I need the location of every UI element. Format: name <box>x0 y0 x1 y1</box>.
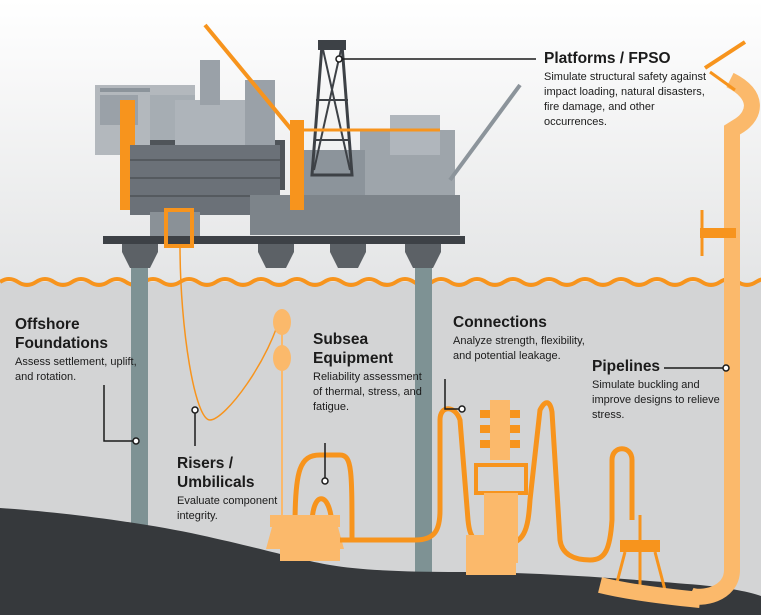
callout-title: Offshore Foundations <box>15 316 108 352</box>
leader-dot <box>132 437 140 445</box>
callout-description: Evaluate component integrity. <box>177 495 278 522</box>
seafloor <box>0 508 761 615</box>
subsea-equipment <box>266 309 355 561</box>
callout-platforms: Platforms / FPSO Simulate structural saf… <box>544 49 714 130</box>
leader-dot <box>321 477 329 485</box>
connections-leader <box>444 379 462 410</box>
foundations-leader <box>103 385 136 442</box>
callout-subsea: Subsea Equipment Reliability assessment … <box>313 330 423 415</box>
callout-connections: Connections Analyze strength, flexibilit… <box>453 313 593 364</box>
leader-dot <box>191 406 199 414</box>
foundation-columns <box>122 242 441 582</box>
leader-dot <box>722 364 730 372</box>
callout-title: Connections <box>453 314 547 331</box>
callout-title: Risers / Umbilicals <box>177 455 255 491</box>
pipe-network <box>340 400 667 591</box>
leader-dot <box>458 405 466 413</box>
offshore-platform <box>95 23 522 248</box>
foundation-column <box>131 262 148 562</box>
wave-line <box>0 277 761 287</box>
leader-lines <box>103 58 726 478</box>
callout-title: Platforms / FPSO <box>544 50 671 67</box>
callout-description: Simulate buckling and improve designs to… <box>592 379 720 421</box>
callout-title: Pipelines <box>592 358 661 375</box>
callout-description: Analyze strength, flexibility, and poten… <box>453 335 585 362</box>
callout-description: Reliability assessment of thermal, stres… <box>313 371 422 413</box>
callout-description: Simulate structural safety against impac… <box>544 71 707 128</box>
callout-pipelines: Pipelines Simulate buckling and improve … <box>592 357 722 423</box>
callout-foundations: Offshore Foundations Assess settlement, … <box>15 315 155 385</box>
foundation-column <box>415 262 432 582</box>
pipeline <box>598 40 760 608</box>
callout-title: Subsea Equipment <box>313 331 394 367</box>
leader-dots <box>132 55 730 485</box>
callout-description: Assess settlement, uplift, and rotation. <box>15 356 137 383</box>
riser-line <box>179 244 283 421</box>
callout-risers: Risers / Umbilicals Evaluate component i… <box>177 454 287 524</box>
leader-dot <box>335 55 343 63</box>
